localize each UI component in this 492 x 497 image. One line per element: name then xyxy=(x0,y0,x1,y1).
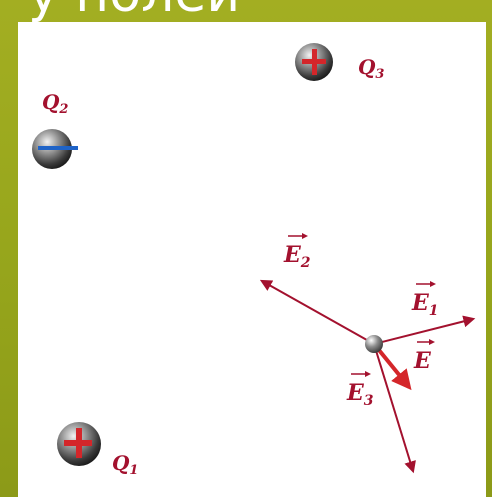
field-diagram: Q3 Q2 Q1 xyxy=(32,43,476,478)
svg-text:E: E xyxy=(413,348,432,374)
vector-e3-label: E3 xyxy=(346,371,374,409)
charge-q1: Q1 xyxy=(57,422,138,478)
vector-e2-arrow xyxy=(259,279,375,345)
plus-sign-icon xyxy=(302,49,326,75)
vector-e1-arrow xyxy=(373,315,476,345)
svg-text:E1: E1 xyxy=(411,290,439,319)
charge-q3: Q3 xyxy=(295,43,384,82)
vector-e2-label: E2 xyxy=(283,233,311,271)
vector-e-label: E xyxy=(413,339,435,374)
slide-title-fragment: у полей xyxy=(28,0,240,20)
charge-q2: Q2 xyxy=(32,90,78,169)
vector-e1-label: E1 xyxy=(411,281,439,319)
vector-e3-arrow xyxy=(373,343,416,474)
test-point xyxy=(365,335,383,353)
charge-q3-label: Q3 xyxy=(358,55,384,82)
charge-q1-label: Q1 xyxy=(112,451,138,478)
svg-text:E2: E2 xyxy=(283,242,311,271)
minus-sign-icon xyxy=(38,146,78,150)
plus-sign-icon xyxy=(64,428,92,458)
vector-e-arrow xyxy=(372,342,412,391)
charge-q2-label: Q2 xyxy=(42,90,68,117)
svg-text:E3: E3 xyxy=(346,380,374,409)
field-vectors xyxy=(259,279,476,474)
diagram-panel: Q3 Q2 Q1 xyxy=(18,22,486,497)
